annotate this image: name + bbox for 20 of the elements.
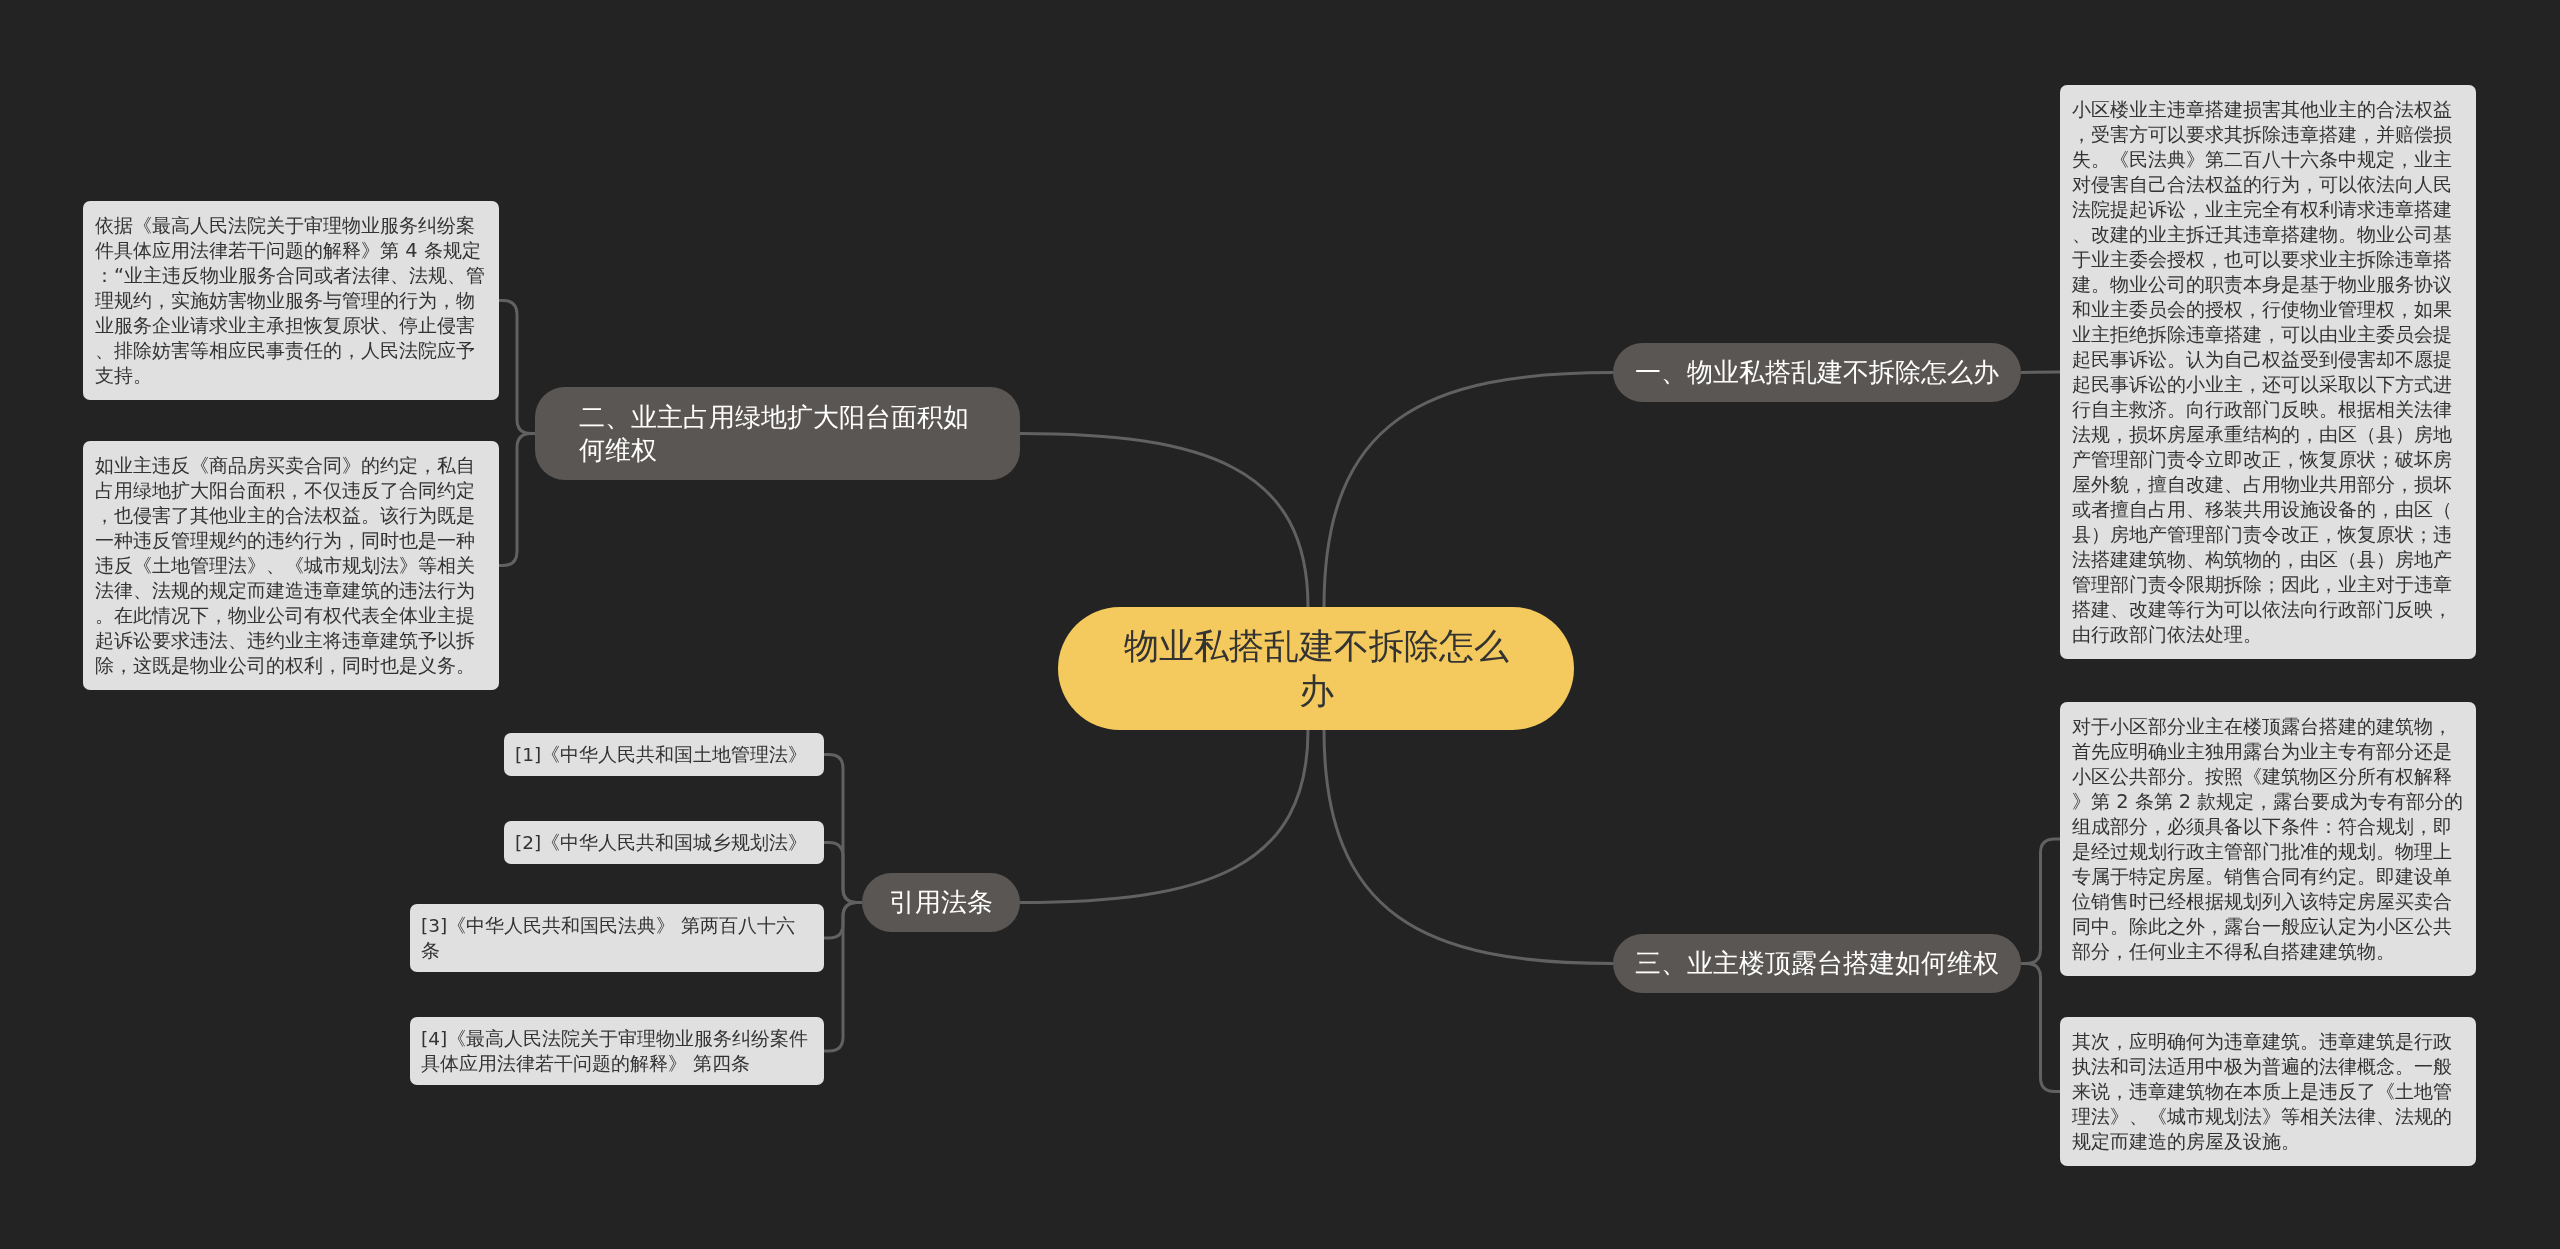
note-box: 依据《最高人民法院关于审理物业服务纠纷案件具体应用法律若干问题的解释》第 4 条规定：“业主违反物业服务合同或者法律、法规、管理规约，实施妨害物业服务与管理的行为，物业服务企业请求业主承担恢复原状、停止侵害、排除妨害等相应民事责任的，人民法院应予支持。 (83, 201, 499, 400)
topic-pill: 一、物业私搭乱建不拆除怎么办 (1613, 343, 2021, 402)
central-topic: 物业私搭乱建不拆除怎么办 (1058, 607, 1574, 730)
reference-box: [3]《中华人民共和国民法典》 第两百八十六条 (410, 904, 824, 972)
connector-line (1019, 729, 1310, 904)
topic-pill: 二、业主占用绿地扩大阳台面积如何维权 (535, 387, 1020, 480)
note-box: 其次，应明确何为违章建筑。违章建筑是行政执法和司法适用中极为普遍的法律概念。一般来说，违章建筑物在本质上是违反了《土地管理法》、《城市规划法》等相关法律、法规的规定而建造的房屋及设施。 (2060, 1017, 2476, 1166)
note-box: 对于小区部分业主在楼顶露台搭建的建筑物，首先应明确业主独用露台为业主专有部分还是小区公共部分。按照《建筑物区分所有权解释》第 2 条第 2 款规定，露台要成为专有部分的组成部分，必须具备以下条件：符合规划，即是经过规划行政主管部门批准的规划。物理上专属于特定房屋。销售合同有约定。即建设单位销售时已经根据规划列入该特定房屋买卖合同中。除此之外，露台一般应认定为小区公共部分，任何业主不得私自搭建建筑物。 (2060, 702, 2476, 976)
connector-line (1322, 371, 1614, 608)
connector-line (1019, 432, 1310, 608)
connector-line (1322, 729, 1614, 965)
topic-pill: 三、业主楼顶露台搭建如何维权 (1613, 934, 2021, 993)
note-box: 如业主违反《商品房买卖合同》的约定，私自占用绿地扩大阳台面积，不仅违反了合同约定，也侵害了其他业主的合法权益。该行为既是一种违反管理规约的违约行为，同时也是一种违反《土地管理法》、《城市规划法》等相关法律、法规的规定而建造违章建筑的违法行为。在此情况下，物业公司有权代表全体业主提起诉讼要求违法、违约业主将违章建筑予以拆除，这既是物业公司的权利，同时也是义务。 (83, 441, 499, 690)
reference-box: [1]《中华人民共和国土地管理法》 (504, 733, 824, 776)
reference-box: [2]《中华人民共和国城乡规划法》 (504, 821, 824, 864)
note-box: 小区楼业主违章搭建损害其他业主的合法权益，受害方可以要求其拆除违章搭建，并赔偿损失。《民法典》第二百八十六条中规定，业主对侵害自己合法权益的行为，可以依法向人民法院提起诉讼，业主完全有权利请求违章搭建、改建的业主拆迁其违章搭建物。物业公司基于业主委会授权，也可以要求业主拆除违章搭建。物业公司的职责本身是基于物业服务协议和业主委员会的授权，行使物业管理权，如果业主拒绝拆除违章搭建，可以由业主委员会提起民事诉讼。认为自己权益受到侵害却不愿提起民事诉讼的小业主，还可以采取以下方式进行自主救济。向行政部门反映。根据相关法律法规，损坏房屋承重结构的，由区（县）房地产管理部门责令立即改正，恢复原状；破坏房屋外貌，擅自改建、占用物业共用部分，损坏或者擅自占用、移装共用设施设备的，由区（县）房地产管理部门责令改正，恢复原状；违法搭建建筑物、构筑物的，由区（县）房地产管理部门责令限期拆除；因此，业主对于违章搭建、改建等行为可以依法向行政部门反映，由行政部门依法处理。 (2060, 85, 2476, 659)
reference-box: [4]《最高人民法院关于审理物业服务纠纷案件具体应用法律若干问题的解释》 第四条 (410, 1017, 824, 1085)
connector-line (2020, 370, 2061, 374)
topic-pill: 引用法条 (862, 873, 1020, 932)
connector-line (824, 901, 862, 1053)
